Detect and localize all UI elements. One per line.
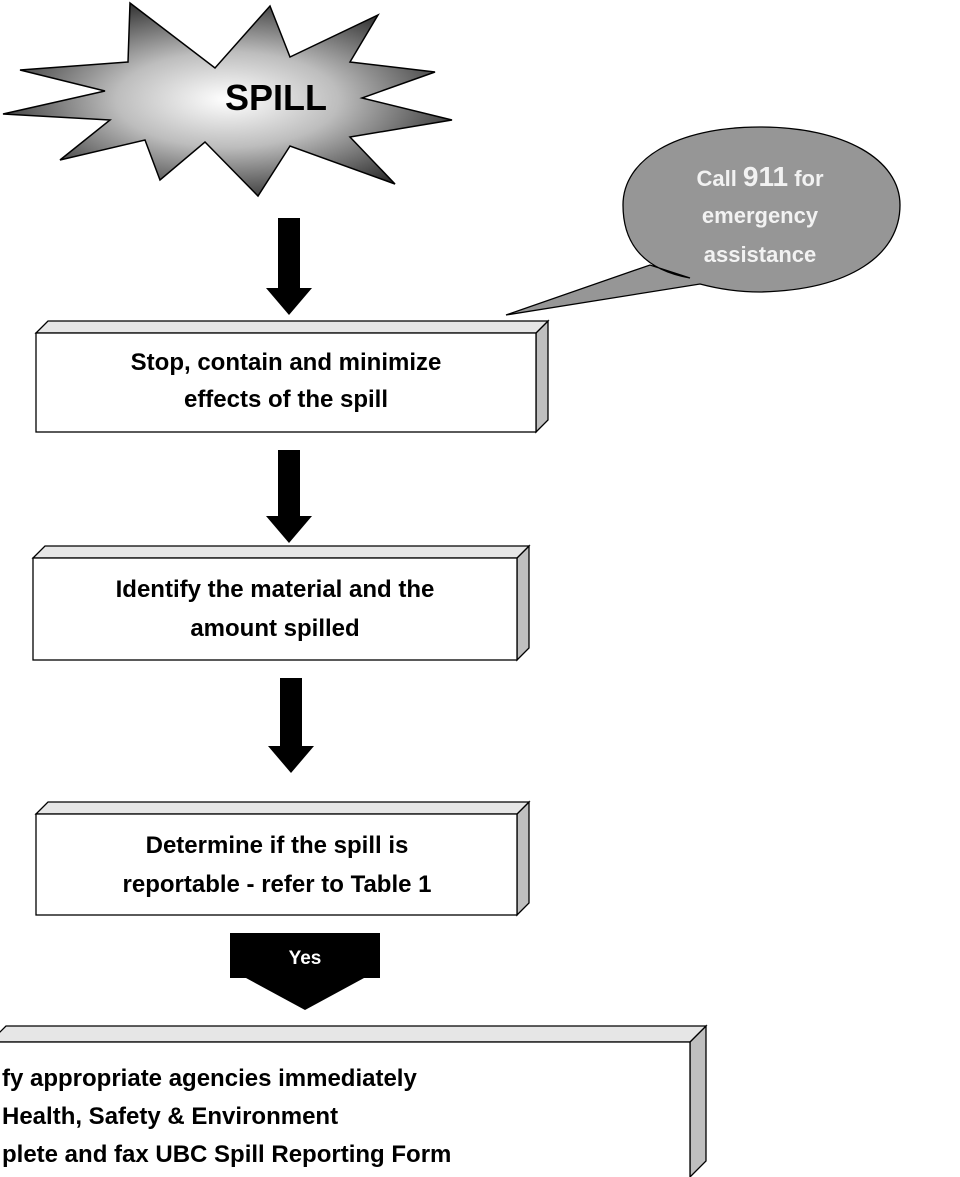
down-arrow-3 [268, 678, 314, 773]
step-2-line-2: amount spilled [190, 615, 359, 642]
step-3-line-2: reportable - refer to Table 1 [123, 871, 432, 898]
step-2-line-1: Identify the material and the [116, 576, 435, 603]
final-action-box: fy appropriate agencies immediately Heal… [0, 1024, 708, 1177]
yes-arrow: Yes [230, 933, 380, 1010]
step-box-3: Determine if the spill is reportable - r… [34, 800, 531, 917]
step-1-line-1: Stop, contain and minimize [131, 349, 442, 376]
step-3-line-1: Determine if the spill is [146, 832, 409, 859]
yes-label: Yes [289, 948, 322, 969]
emergency-callout: Call 911 for emergency assistance [505, 126, 901, 316]
callout-line-1: Call 911 for [696, 161, 824, 192]
step-box-1: Stop, contain and minimize effects of th… [34, 319, 550, 434]
down-arrow-1 [266, 218, 312, 315]
spill-burst: SPILL [2, 1, 453, 198]
callout-line-3: assistance [704, 242, 817, 267]
callout-line-2: emergency [702, 203, 819, 228]
step-box-2: Identify the material and the amount spi… [31, 544, 531, 662]
final-line-2: Health, Safety & Environment [2, 1103, 338, 1130]
down-arrow-2 [266, 450, 312, 543]
step-1-line-2: effects of the spill [184, 386, 388, 413]
final-line-3: plete and fax UBC Spill Reporting Form [2, 1141, 451, 1168]
spill-label: SPILL [225, 77, 327, 118]
final-line-1: fy appropriate agencies immediately [2, 1065, 417, 1092]
